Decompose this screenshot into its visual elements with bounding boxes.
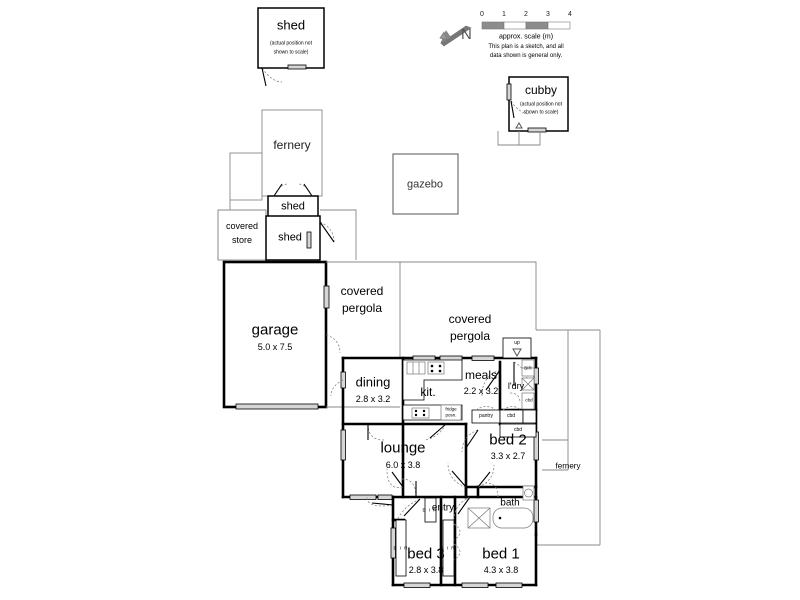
bed-1-dim: 4.3 x 3.8	[483, 564, 519, 575]
site-lines-right	[400, 261, 601, 546]
stair-up	[502, 337, 532, 359]
scale-bar-graphic	[481, 21, 571, 30]
north-label: N	[461, 26, 472, 43]
garage-label: garage	[251, 321, 299, 339]
cupboard-1-label: cbd	[506, 413, 516, 420]
entry-label: entry	[431, 502, 455, 514]
bed-2-label: bed 2	[489, 431, 527, 449]
scale-tick-3: 3	[546, 10, 550, 18]
fernery-upper-label: fernery	[273, 138, 311, 153]
pantry-label: pantry	[479, 413, 493, 420]
covered-pergola-left-label-1: covered	[340, 284, 384, 299]
laundry-label: l'dry	[507, 380, 525, 391]
bed-2-dim: 3.3 x 2.7	[490, 450, 526, 461]
covered-pergola-right-label-1: covered	[448, 312, 492, 327]
covered-store-label-1: covered	[225, 220, 259, 231]
cubby-outline	[497, 76, 569, 146]
shed-lower-label: shed	[278, 231, 302, 244]
garage-outline	[222, 260, 341, 410]
meals-dim: 2.2 x 3.2	[463, 385, 499, 396]
scale-tick-1: 1	[502, 10, 506, 18]
bath-label: bath	[500, 497, 520, 509]
covered-pergola-left-label-2: pergola	[341, 301, 383, 316]
cubby-note-1: (actual position not	[520, 101, 562, 108]
scale-tick-2: 2	[524, 10, 528, 18]
windows	[340, 355, 539, 588]
cubby-note-2: shown to scale)	[523, 109, 559, 116]
disclaimer-line-1: This plan is a sketch, and all	[488, 44, 564, 51]
shed-lower-outline	[265, 215, 335, 261]
cubby-label: cubby	[524, 83, 558, 98]
meals-label: meals	[464, 368, 498, 383]
robes	[395, 497, 461, 577]
dining-dim: 2.8 x 3.2	[355, 393, 391, 404]
scale-tick-0: 0	[480, 10, 484, 18]
shed-top-note-2: shown to scale)	[273, 49, 309, 56]
dining-label: dining	[355, 374, 391, 390]
laundry-fixtures	[471, 359, 537, 438]
garage-dim: 5.0 x 7.5	[257, 341, 293, 352]
cupboard-2-label: cbd	[525, 397, 533, 403]
robe-hall-label: B I R	[422, 507, 438, 513]
shed-top-label: shed	[276, 17, 306, 33]
stair-up-label: up	[514, 340, 520, 347]
robe-bed1-label: B I R	[440, 545, 456, 551]
bed-1-label: bed 1	[482, 545, 520, 563]
covered-pergola-right-label-2: pergola	[449, 329, 491, 344]
kitchen-label: kit.	[420, 385, 436, 400]
kitchen-fixtures	[402, 359, 463, 421]
lounge-label: lounge	[380, 439, 426, 457]
bath-fixtures	[467, 485, 535, 529]
shed-small-label: shed	[281, 200, 305, 213]
covered-store-label-2: store	[231, 234, 253, 245]
bed-3-label: bed 3	[407, 545, 445, 563]
fernery-upper-outline	[229, 109, 323, 210]
built-in-robe-label: cbd	[513, 427, 523, 434]
lounge-dim: 6.0 x 3.8	[385, 459, 421, 470]
cupboard-3-label: BIR	[524, 365, 532, 371]
fernery-right-label: fernery	[555, 461, 581, 471]
bed-3-dim: 2.8 x 3.8	[408, 564, 444, 575]
disclaimer-line-2: data shown is general only.	[489, 53, 563, 60]
fridge-space-label-2: posn.	[445, 412, 457, 418]
shed-top-outline	[257, 7, 325, 87]
fridge-space-label-1: fridge	[445, 406, 457, 412]
doors	[330, 361, 529, 524]
scale-caption: approx. scale (m)	[498, 33, 554, 41]
robe-bed3-label: B I R	[393, 545, 409, 551]
north-arrow-icon	[439, 25, 472, 47]
gazebo-label: gazebo	[406, 178, 444, 191]
gazebo-outline	[392, 153, 459, 215]
shed-top-note-1: (actual position not	[270, 40, 312, 47]
scale-tick-4: 4	[568, 10, 572, 18]
